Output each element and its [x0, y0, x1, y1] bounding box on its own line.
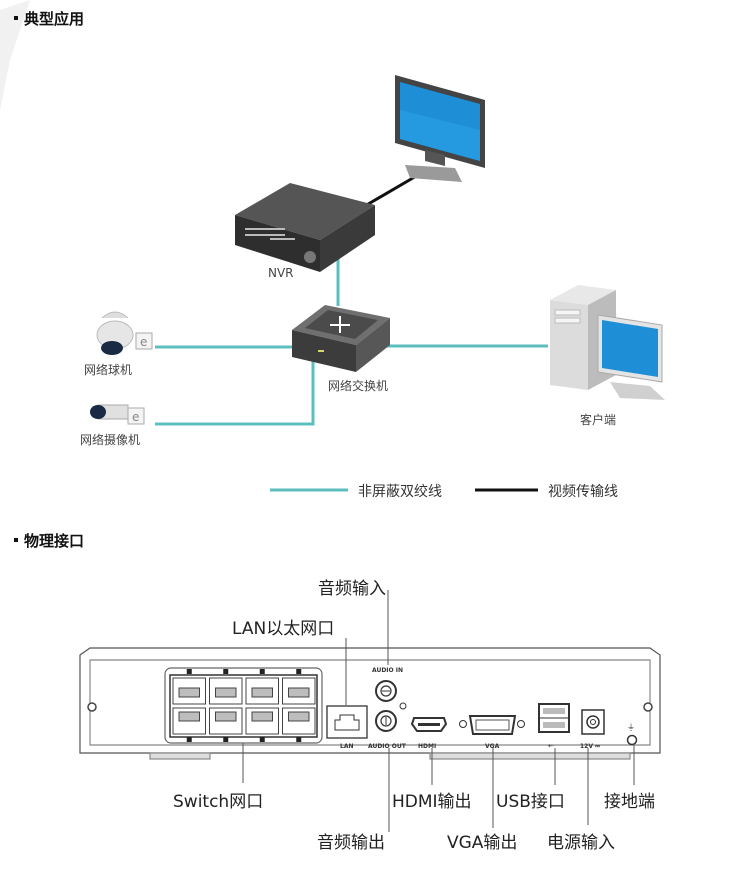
lan-silk-label: LAN — [340, 743, 354, 750]
ground-terminal[interactable] — [626, 734, 638, 746]
switch-port-3[interactable] — [245, 677, 279, 705]
audio-in-silk-label: AUDIO IN — [372, 667, 403, 674]
rj45-ports — [172, 669, 316, 742]
svg-text:e: e — [140, 335, 147, 349]
port-number-marker — [296, 669, 302, 674]
callout-hdmi-out: HDMI输出 — [392, 792, 472, 812]
utp-cables — [155, 258, 548, 426]
hdmi-silk-label: HDMI — [418, 743, 436, 750]
switch-label: 网络交换机 — [328, 378, 388, 393]
switch-port-6[interactable] — [209, 707, 243, 735]
port-number-marker — [259, 737, 265, 742]
switch-port-4[interactable] — [282, 677, 316, 705]
switch-port-7[interactable] — [245, 707, 279, 735]
cable-box-switch — [155, 360, 315, 426]
bullet-icon — [14, 537, 18, 542]
power-silk-label: 12V ⎓ — [580, 743, 600, 750]
vga-port[interactable] — [459, 715, 525, 735]
callout-switch-ports: Switch网口 — [173, 792, 264, 812]
dome-camera-label: 网络球机 — [84, 362, 132, 377]
switch-port-5[interactable] — [172, 707, 206, 735]
legend: 非屏蔽双绞线 视频传输线 — [270, 483, 618, 500]
decorative-swoosh — [0, 0, 30, 110]
client-pc-icon — [550, 285, 665, 400]
section-title-text: 物理接口 — [24, 532, 85, 550]
legend-label-video: 视频传输线 — [548, 484, 618, 500]
port-number-marker — [186, 737, 192, 742]
switch-port-2[interactable] — [209, 677, 243, 705]
audio-out-silk-label: AUDIO OUT — [368, 743, 407, 750]
nvr-label: NVR — [268, 266, 294, 280]
callout-ground: 接地端 — [604, 792, 655, 812]
nvr-icon — [235, 183, 375, 272]
port-number-marker — [223, 737, 229, 742]
hdmi-port[interactable] — [410, 717, 448, 732]
audio-out-jack[interactable] — [375, 710, 397, 732]
switch-port-block[interactable] — [164, 667, 323, 744]
callout-lan: LAN以太网口 — [232, 619, 335, 639]
client-label: 客户端 — [580, 412, 616, 427]
port-number-marker — [296, 737, 302, 742]
power-jack[interactable] — [581, 709, 605, 735]
mount-screw-left — [87, 702, 97, 712]
switch-port-8[interactable] — [282, 707, 316, 735]
usb-ports[interactable] — [538, 703, 570, 733]
nvr-rear-panel-diagram: LAN AUDIO IN AUDIO OUT HDMI VGA ⇠ — [79, 590, 661, 832]
port-number-marker — [186, 669, 192, 674]
box-camera-label: 网络摄像机 — [80, 432, 140, 447]
section-title-physical-interfaces: 物理接口 — [14, 530, 84, 551]
switch-icon — [292, 305, 390, 372]
callout-usb: USB接口 — [496, 792, 565, 812]
svg-text:e: e — [132, 410, 139, 424]
callout-vga-out: VGA输出 — [447, 833, 518, 853]
audio-in-jack[interactable] — [375, 680, 397, 702]
section-title-typical-application: 典型应用 — [14, 8, 84, 29]
usb-silk-icon: ⇠ — [548, 742, 554, 750]
dome-camera-icon: e — [96, 311, 153, 355]
callout-audio-out: 音频输出 — [317, 833, 385, 853]
switch-port-1[interactable] — [172, 677, 206, 705]
vga-silk-label: VGA — [485, 743, 500, 750]
section-title-text: 典型应用 — [24, 10, 85, 28]
legend-label-utp: 非屏蔽双绞线 — [358, 483, 442, 500]
port-number-marker — [259, 669, 265, 674]
monitor-icon — [395, 75, 485, 182]
audio-led — [399, 702, 407, 710]
network-topology-diagram: NVR 网络交换机 e 网络球机 e 网络摄像机 — [80, 75, 665, 500]
mount-screw-right — [643, 702, 653, 712]
callout-audio-in: 音频输入 — [318, 579, 386, 599]
callout-leaders — [242, 590, 635, 832]
port-number-marker — [223, 669, 229, 674]
callout-power-in: 电源输入 — [547, 833, 615, 853]
ground-symbol-icon: ⏚ — [627, 723, 635, 732]
lan-port[interactable] — [326, 705, 368, 739]
box-camera-icon: e — [90, 404, 145, 425]
bullet-icon — [14, 15, 18, 20]
